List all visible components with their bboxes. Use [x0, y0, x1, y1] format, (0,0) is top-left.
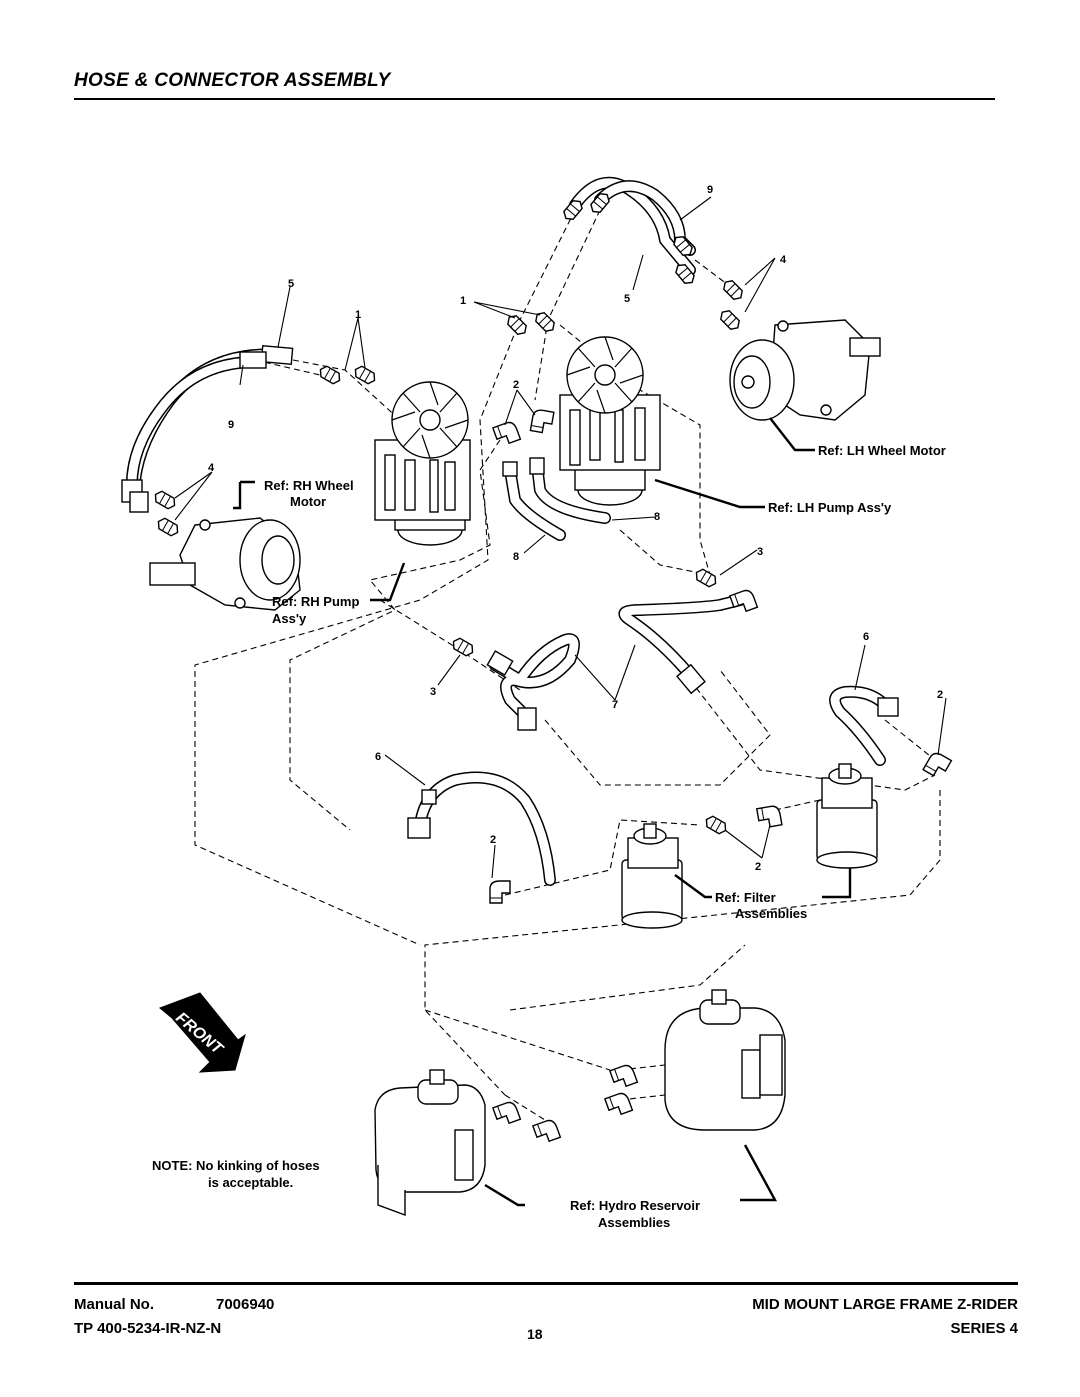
callout-8-left: 8	[513, 551, 519, 563]
ref-rh-pump-line1: Ref: RH Pump	[272, 594, 359, 609]
callout-3-right: 3	[757, 546, 763, 558]
ref-reservoir-line1: Ref: Hydro Reservoir	[570, 1198, 700, 1213]
callout-4-top: 4	[780, 254, 787, 266]
tp-code: TP 400-5234-IR-NZ-N	[74, 1320, 222, 1337]
ref-pointers	[233, 417, 852, 1207]
page-number: 18	[527, 1326, 543, 1342]
hose-7	[486, 587, 759, 731]
callout-numbers: 9 4 5 1 5 1 2 9 4 8 8 3 6 3 7 2 6 2 2	[208, 184, 943, 873]
callout-2-left: 2	[490, 834, 496, 846]
ref-filter-line2: Assemblies	[735, 906, 807, 921]
ref-labels: Ref: LH Wheel Motor Ref: LH Pump Ass'y R…	[152, 443, 946, 1230]
callout-9-top: 9	[707, 184, 713, 196]
ref-rh-wheel-motor-line2: Motor	[290, 494, 326, 509]
note-line1: NOTE: No kinking of hoses	[152, 1158, 320, 1173]
hose-6-right	[829, 685, 899, 766]
ref-rh-wheel-motor-line1: Ref: RH Wheel	[264, 478, 354, 493]
ref-reservoir-line2: Assemblies	[598, 1215, 670, 1230]
note-line2: is acceptable.	[208, 1175, 293, 1190]
callout-8-right: 8	[654, 511, 660, 523]
callout-2-right: 2	[937, 689, 943, 701]
callout-4-left: 4	[208, 462, 215, 474]
hydro-reservoir-right	[664, 989, 786, 1131]
front-arrow: FRONT	[159, 992, 246, 1073]
short-hoses	[502, 457, 611, 541]
manual-number: 7006940	[216, 1296, 275, 1313]
lh-pump-fan	[566, 336, 644, 414]
callout-2-top: 2	[513, 379, 519, 391]
leader-lines	[174, 196, 947, 879]
ref-rh-pump-line2: Ass'y	[272, 611, 307, 626]
rh-pump-assembly	[374, 381, 471, 546]
callout-5-left: 5	[288, 278, 294, 290]
ref-lh-pump: Ref: LH Pump Ass'y	[768, 500, 892, 515]
filter-assembly-left	[621, 823, 683, 929]
callout-3-left: 3	[430, 686, 436, 698]
hose-connector-diagram: FRONT 9 4 5 1 5	[121, 176, 953, 1230]
product-name: MID MOUNT LARGE FRAME Z-RIDER	[752, 1296, 1018, 1313]
hydro-reservoir-left	[374, 1069, 486, 1217]
callout-1-left: 1	[355, 309, 361, 321]
footer-rule	[74, 1282, 1018, 1285]
rh-pump-fan	[391, 381, 469, 459]
page-title: HOSE & CONNECTOR ASSEMBLY	[74, 70, 391, 91]
lh-pump-assembly	[559, 336, 661, 506]
lh-hose-pair	[560, 176, 698, 287]
callout-5-top: 5	[624, 293, 630, 305]
series-label: SERIES 4	[950, 1320, 1018, 1337]
hose-6-left	[407, 771, 556, 886]
callout-1-top: 1	[460, 295, 466, 307]
callout-7: 7	[612, 699, 618, 711]
callout-6-right: 6	[863, 631, 869, 643]
callout-9-left: 9	[228, 419, 234, 431]
manual-label: Manual No.	[74, 1296, 155, 1313]
rh-hose-pair	[121, 344, 294, 513]
callout-6-left: 6	[375, 751, 381, 763]
ref-lh-wheel-motor: Ref: LH Wheel Motor	[818, 443, 946, 458]
ref-filter-line1: Ref: Filter	[715, 890, 776, 905]
rh-wheel-motor	[149, 517, 301, 611]
lh-wheel-motor	[729, 319, 881, 421]
callout-2-mid: 2	[755, 861, 761, 873]
title-rule	[74, 98, 995, 100]
filter-assembly-right	[816, 763, 878, 869]
